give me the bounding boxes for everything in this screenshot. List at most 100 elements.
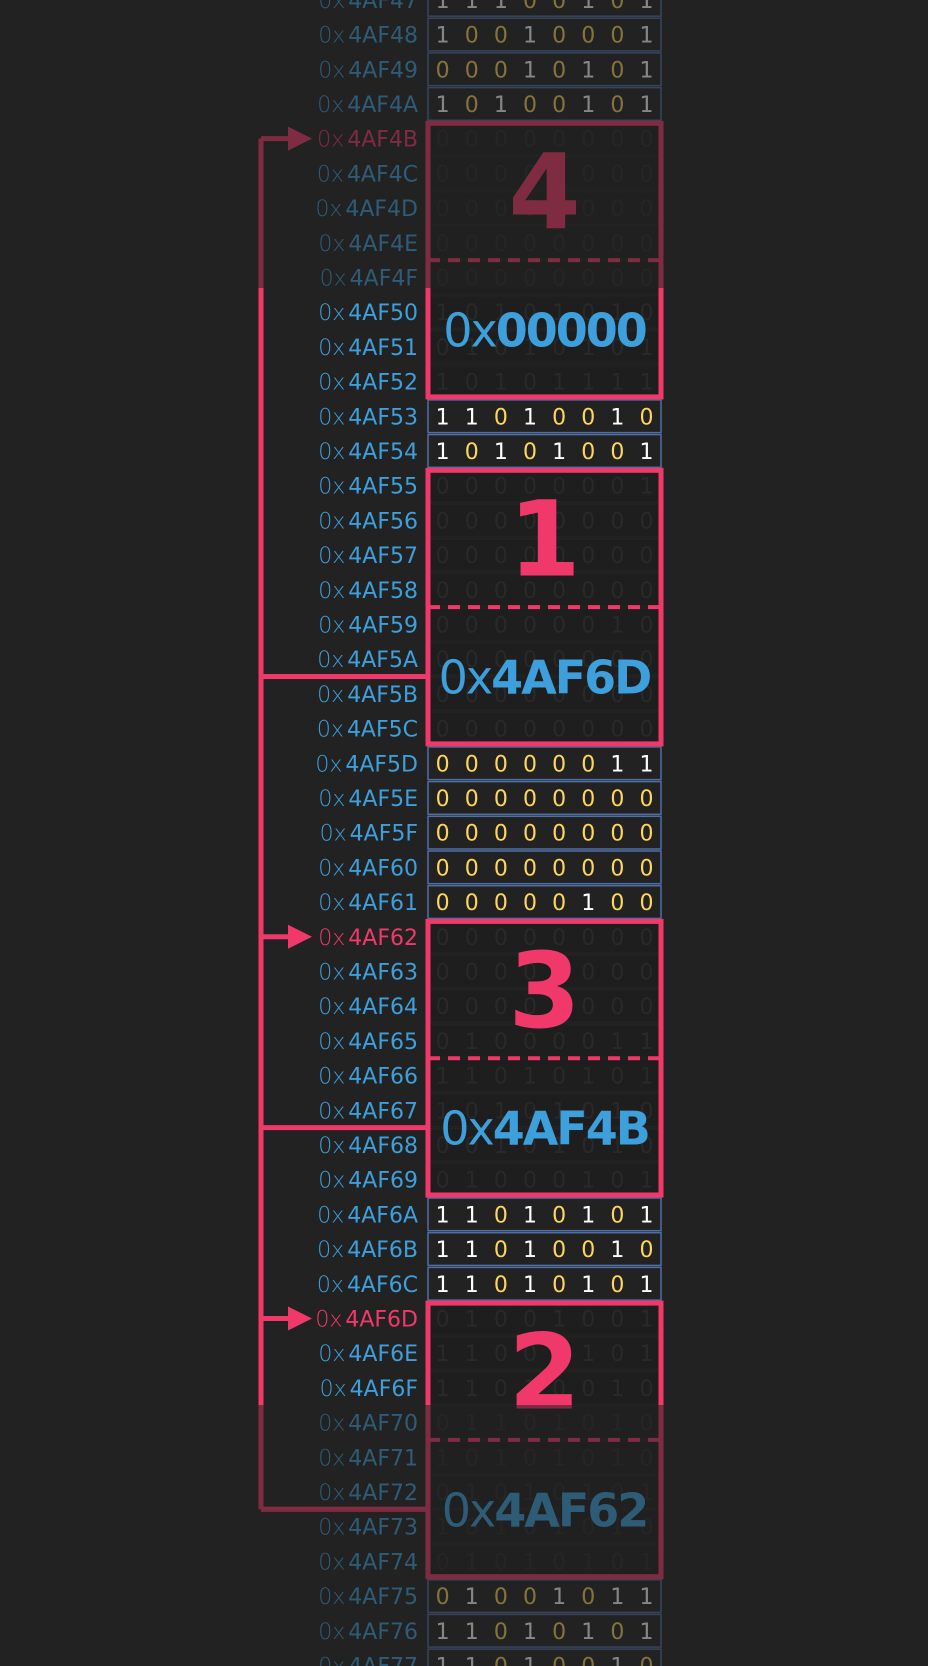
address-prefix: 0x (315, 1307, 342, 1332)
byte-cell-border (427, 1578, 662, 1614)
bit-value: 0 (581, 1238, 595, 1263)
address-prefix: 0x (317, 648, 344, 673)
address-value: 4AF65 (348, 1030, 418, 1055)
block-number: 3 (508, 930, 580, 1052)
bit-value: 0 (436, 58, 450, 83)
bit-value: 0 (436, 787, 450, 812)
bit-value: 0 (610, 0, 624, 14)
address-prefix: 0x (318, 1412, 345, 1437)
address-prefix: 0x (317, 93, 344, 118)
bit-value: 1 (581, 1203, 595, 1228)
bit-value: 0 (494, 1203, 508, 1228)
bit-value: 1 (639, 1273, 653, 1298)
bit-value: 1 (465, 1238, 479, 1263)
pointer-value: 4AF6D (491, 651, 650, 705)
bit-value: 0 (581, 856, 595, 881)
bit-value: 1 (465, 1273, 479, 1298)
bit-value: 0 (494, 405, 508, 430)
bit-value: 1 (581, 891, 595, 916)
address-value: 4AF69 (348, 1169, 418, 1194)
bit-value: 1 (436, 1238, 450, 1263)
pointer-prefix: 0x (443, 304, 496, 358)
bit-value: 0 (552, 856, 566, 881)
bit-value: 1 (465, 1654, 479, 1666)
address-value: 4AF71 (348, 1446, 418, 1471)
address-prefix: 0x (318, 440, 345, 465)
byte-cell-border (427, 0, 662, 17)
bit-value: 1 (494, 440, 508, 465)
address-prefix: 0x (318, 232, 345, 257)
bit-value: 0 (436, 752, 450, 777)
address-value: 4AF6A (347, 1203, 418, 1228)
bit-value: 1 (639, 752, 653, 777)
byte-cell-border (427, 746, 662, 781)
bit-value: 0 (581, 787, 595, 812)
address-prefix: 0x (315, 752, 342, 777)
bit-value: 0 (494, 1654, 508, 1666)
block-number: 2 (508, 1312, 580, 1434)
bit-value: 1 (436, 1273, 450, 1298)
bit-value: 0 (494, 1585, 508, 1610)
bit-value: 0 (610, 1273, 624, 1298)
byte-cell-border (427, 780, 662, 816)
bit-value: 1 (552, 440, 566, 465)
bit-value: 0 (523, 891, 537, 916)
address-value: 4AF74 (348, 1550, 418, 1575)
address-value: 4AF48 (348, 24, 418, 49)
address-value: 4AF5E (348, 787, 418, 812)
bit-value: 1 (552, 1585, 566, 1610)
bit-value: 1 (436, 1203, 450, 1228)
bit-value: 0 (465, 891, 479, 916)
address-value: 4AF6F (350, 1377, 418, 1402)
bit-value: 1 (436, 1654, 450, 1666)
bit-value: 1 (465, 1203, 479, 1228)
address-value: 4AF50 (348, 301, 418, 326)
address-value: 4AF5A (347, 648, 418, 673)
bit-value: 1 (639, 1585, 653, 1610)
pointer-link (261, 674, 428, 949)
address-value: 4AF64 (348, 995, 418, 1020)
bit-value: 0 (552, 891, 566, 916)
address-value: 4AF73 (348, 1516, 418, 1541)
pointer-prefix: 0x (440, 1102, 493, 1156)
address-value: 4AF61 (348, 891, 418, 916)
bit-value: 0 (639, 1654, 653, 1666)
bit-value: 1 (436, 24, 450, 49)
address-value: 4AF70 (348, 1412, 418, 1437)
address-prefix: 0x (318, 1620, 345, 1645)
address-value: 4AF59 (348, 613, 418, 638)
address-prefix: 0x (318, 405, 345, 430)
bit-value: 0 (639, 405, 653, 430)
address-value: 4AF4F (350, 266, 418, 291)
address-prefix: 0x (318, 1099, 345, 1124)
bit-value: 0 (581, 1585, 595, 1610)
bit-value: 0 (494, 752, 508, 777)
address-value: 4AF5C (347, 718, 418, 743)
address-prefix: 0x (318, 475, 345, 500)
address-prefix: 0x (318, 58, 345, 83)
bit-value: 0 (523, 822, 537, 847)
bit-value: 0 (639, 787, 653, 812)
bit-value: 0 (523, 93, 537, 118)
